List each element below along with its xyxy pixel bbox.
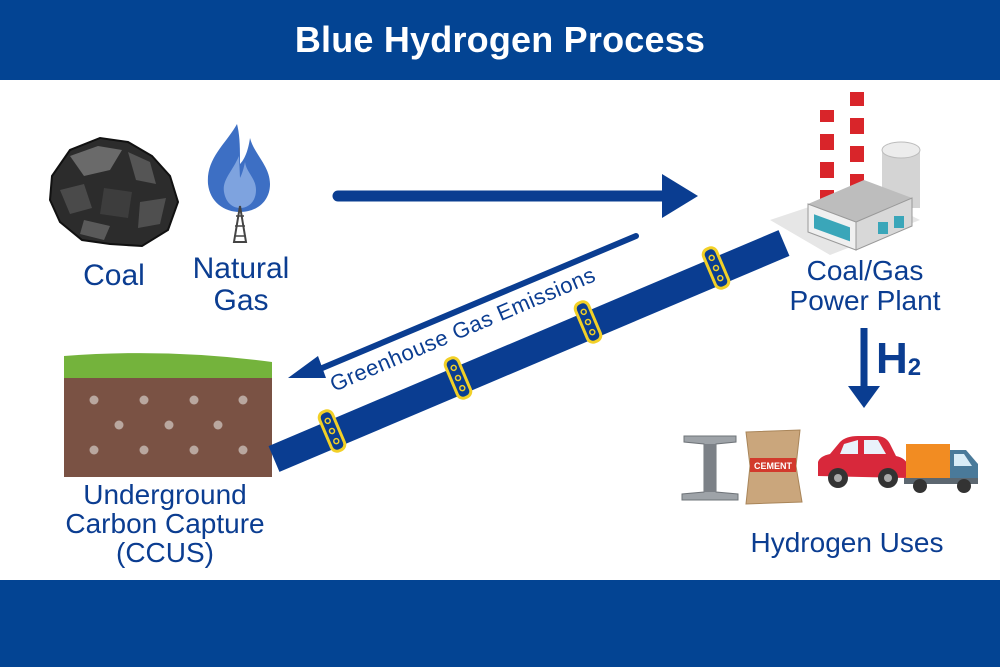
natural-gas-label-line1: Natural [192, 252, 290, 285]
power-plant-label-line2: Power Plant [789, 285, 941, 316]
emissions-arrowhead [288, 356, 326, 378]
coal-icon [48, 136, 180, 248]
h2-label: H2 [876, 334, 921, 384]
natural-gas-label-line2: Gas [213, 284, 269, 317]
h2-subscript: 2 [907, 354, 922, 381]
ccus-label-line1: Underground [83, 479, 247, 510]
page-title: Blue Hydrogen Process [294, 19, 706, 60]
co2-pipeline [268, 230, 790, 472]
power-plant-label-line1: Coal/Gas [806, 255, 924, 286]
underground-storage-icon [64, 353, 272, 477]
diagram-canvas: Greenhouse Gas Emissions CEMENT [0, 80, 1000, 580]
natural-gas-flame-icon [207, 124, 270, 243]
h2-arrowhead [848, 386, 880, 408]
steel-beam-icon [681, 435, 739, 501]
diagram-graphics: Greenhouse Gas Emissions CEMENT [48, 92, 978, 505]
ccus-label-line2: Carbon Capture [65, 508, 265, 539]
hydrogen-uses-label: Hydrogen Uses [750, 527, 944, 558]
cement-label: CEMENT [754, 461, 793, 471]
ccus-label-line3: (CCUS) [116, 537, 214, 568]
truck-icon [904, 444, 978, 493]
coal-label: Coal [83, 259, 145, 292]
fuel-arrowhead [662, 174, 698, 218]
car-icon [818, 436, 908, 488]
emissions-arrow [305, 233, 639, 377]
h2-symbol: H [876, 334, 908, 383]
cement-bag-icon: CEMENT [745, 429, 803, 505]
pipe-clamps [317, 246, 731, 453]
title-bar: Blue Hydrogen Process [0, 0, 1000, 80]
power-plant-icon [770, 92, 921, 255]
footer-bar [0, 580, 1000, 667]
